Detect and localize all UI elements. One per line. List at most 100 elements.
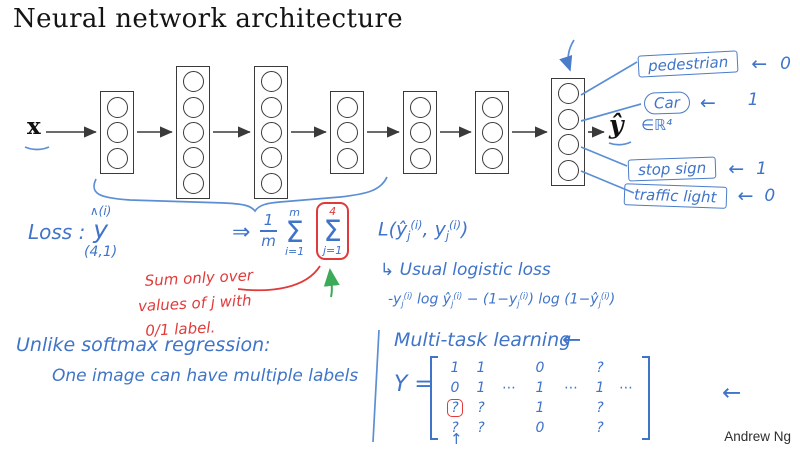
hidden-layer-1 <box>176 66 210 199</box>
fraction-bar <box>260 230 277 232</box>
y-matrix-label: Y = <box>394 372 433 397</box>
neuron-node <box>260 121 282 143</box>
matrix-cell: ? <box>477 420 485 436</box>
input-label-x: x <box>27 113 41 140</box>
page-title: Neural network architecture <box>13 4 404 34</box>
neuron-node <box>260 96 282 118</box>
yhat-vector-notation: ∧(i) y (4,1) <box>84 205 117 259</box>
fraction-denominator: m <box>261 232 276 250</box>
matrix-cell-highlighted: ? <box>447 399 463 417</box>
neuron-node <box>260 172 282 194</box>
matrix-cell: 1 <box>450 360 460 376</box>
green-pointer-arrow <box>323 268 340 298</box>
input-layer <box>100 91 134 174</box>
sum-lower-limit: j=1 <box>323 244 343 258</box>
output-class-car: Car ← 1 <box>643 90 759 115</box>
yhat-dimensions: (4,1) <box>84 244 118 260</box>
loss-term: L(ŷj(i), yj(i)) <box>378 218 469 243</box>
author-credit: Andrew Ng <box>724 429 791 444</box>
red-annotation: Sum only over values of j with 0/1 label… <box>138 263 256 344</box>
up-arrow-icon: ↑ <box>450 430 463 448</box>
output-label-yhat: ŷ <box>609 110 624 139</box>
neuron-node <box>557 159 579 181</box>
car-value: 1 <box>747 90 759 110</box>
x-underline <box>24 146 50 151</box>
traffic-light-value: 0 <box>764 186 776 206</box>
fraction-one-over-m: 1 m <box>260 213 277 249</box>
connector-pedestrian <box>580 61 638 96</box>
softmax-note-line1: Unlike softmax regression: <box>16 334 271 356</box>
matrix-cell: 1 <box>476 380 486 396</box>
sigma-icon: Σ <box>323 214 342 248</box>
matrix-cell: 1 <box>535 400 545 416</box>
yhat-symbol: y <box>93 215 108 244</box>
neuron-node <box>260 71 282 93</box>
matrix-grid: 1 1 0 ? 0 1 ⋯ 1 ⋯ 1 ⋯ ? ? 1 ? ? ? 0 <box>442 356 638 440</box>
stop-sign-label: stop sign <box>627 156 717 182</box>
neuron-node <box>106 122 128 143</box>
neuron-node <box>557 108 579 130</box>
matrix-cell: ? <box>596 360 604 376</box>
traffic-light-label: traffic light <box>623 183 727 209</box>
stop-sign-value: 1 <box>756 159 767 179</box>
sum-upper-limit: m <box>289 206 300 219</box>
softmax-note-line2: One image can have multiple labels <box>52 366 359 386</box>
matrix-cell: 1 <box>595 380 605 396</box>
neuron-node <box>409 96 431 118</box>
yhat-underline <box>608 141 632 146</box>
fraction-numerator: 1 <box>263 211 274 229</box>
pedestrian-label: pedestrian <box>637 50 739 78</box>
neuron-node <box>106 96 128 118</box>
section-divider-line <box>372 329 380 443</box>
implies-arrow-icon: ⇒ <box>232 220 251 245</box>
label-matrix: 1 1 0 ? 0 1 ⋯ 1 ⋯ 1 ⋯ ? ? 1 ? ? ? 0 <box>430 356 650 440</box>
neuron-node <box>182 121 204 143</box>
neuron-node <box>106 147 128 169</box>
neuron-node <box>260 147 282 169</box>
hidden-layer-3 <box>330 91 364 174</box>
sigma-icon: Σ <box>285 215 304 249</box>
neuron-node <box>182 71 204 93</box>
sum-lower-limit: i=1 <box>285 245 305 259</box>
neuron-node <box>409 147 431 169</box>
matrix-cell: ? <box>596 420 604 436</box>
matrix-cell: ? <box>596 400 604 416</box>
output-class-pedestrian: pedestrian ← 0 <box>637 50 791 78</box>
matrix-cell: 0 <box>535 360 545 376</box>
matrix-cell: 1 <box>476 360 486 376</box>
matrix-cell: ⋯ <box>619 380 633 396</box>
neuron-node <box>336 147 358 169</box>
matrix-cell: 0 <box>535 420 545 436</box>
matrix-cell: ? <box>477 400 485 416</box>
hidden-layer-4 <box>403 91 437 174</box>
matrix-cell: 0 <box>450 380 460 396</box>
logistic-loss-formula: -yj(i) log ŷj(i) − (1−yj(i)) log (1−ŷj(i… <box>388 291 616 309</box>
pedestrian-value: 0 <box>780 54 791 74</box>
left-arrow-icon: ← <box>751 53 768 75</box>
output-class-stop-sign: stop sign ← 1 <box>627 156 767 182</box>
matrix-left-bracket <box>430 356 438 440</box>
matrix-cell: 1 <box>535 380 545 396</box>
left-arrow-icon: ← <box>728 158 745 180</box>
loss-label: Loss : <box>28 220 86 244</box>
output-class-traffic-light: traffic light ← 0 <box>623 183 776 209</box>
matrix-cell: ⋯ <box>564 380 578 396</box>
left-arrow-icon: ← <box>737 185 754 207</box>
matrix-right-bracket <box>642 356 650 440</box>
sum-over-labels-redboxed: 4 Σ j=1 <box>316 202 350 261</box>
left-arrow-icon: ← <box>562 327 582 353</box>
matrix-cell: ⋯ <box>502 380 516 396</box>
left-arrow-icon: ← <box>699 92 716 114</box>
neuron-node <box>182 172 204 194</box>
neuron-node <box>182 96 204 118</box>
neuron-node <box>557 83 579 105</box>
connector-stop-sign <box>580 146 628 167</box>
output-dimension-label: ∈ℝ⁴ <box>641 116 672 134</box>
hidden-layer-2 <box>254 66 288 199</box>
hidden-layer-5 <box>475 91 509 174</box>
neuron-node <box>336 96 358 118</box>
mtl-title: Multi-task learning <box>394 329 572 351</box>
neuron-node <box>336 122 358 143</box>
neuron-node <box>557 134 579 156</box>
